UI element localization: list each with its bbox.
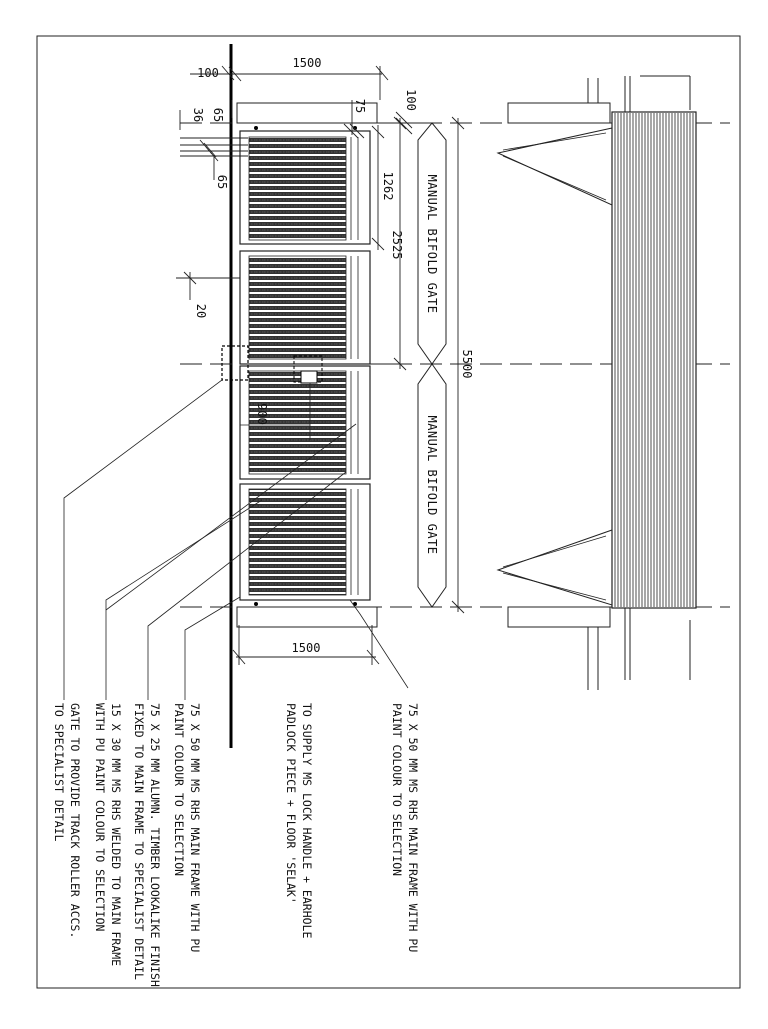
note-mid-line-1: TO SUPPLY MS LOCK HANDLE + EARHOLE xyxy=(300,703,314,938)
gate-leaf-1 xyxy=(239,130,371,245)
note-left-line-4: FIXED TO MAIN FRAME TO SPECIALIST DETAIL xyxy=(132,703,146,980)
side-elevation xyxy=(496,75,697,690)
note-left-line-5: 15 X 30 MM MS RHS WELDED TO MAIN FRAME xyxy=(109,703,123,966)
folded-leaf-stack xyxy=(614,113,694,607)
dim-100-top-label: 100 xyxy=(197,66,219,80)
gate-label-upper: MANUAL BIFOLD GATE xyxy=(425,174,439,313)
dim-1500-top-label: 1500 xyxy=(293,56,322,70)
padlock-piece xyxy=(300,370,318,384)
dim-100-right-label: 100 xyxy=(404,89,418,111)
dim-65-b-label: 65 xyxy=(215,175,229,189)
note-mid-line-2: PADLOCK PIECE + FLOOR 'SELAK' xyxy=(284,703,298,904)
floor-lock-detail xyxy=(221,345,249,381)
hinge-marks xyxy=(254,126,357,606)
dim-900-label: 900 xyxy=(255,403,269,425)
dimension-small-top xyxy=(179,100,248,180)
dimension-5500 xyxy=(451,116,465,614)
dim-5500-label: 5500 xyxy=(460,350,474,379)
note-left-line-6: WITH PU PAINT COLOUR TO SELECTION xyxy=(93,703,107,932)
note-left-line-3: 75 X 25 MM ALUMN. TIMBER LOOKALIKE FINIS… xyxy=(148,703,162,987)
dim-1500-bottom-label: 1500 xyxy=(292,641,321,655)
leader-lines xyxy=(63,379,409,700)
dimension-20 xyxy=(176,271,240,300)
dimension-1500-top xyxy=(228,65,389,100)
note-left-line-7: GATE TO PROVIDE TRACK ROLLER ACCS. xyxy=(68,703,82,938)
gate-leaf-2 xyxy=(239,250,371,365)
dimension-1262 xyxy=(371,125,385,251)
dim-20-label: 20 xyxy=(194,304,208,318)
notes-middle: TO SUPPLY MS LOCK HANDLE + EARHOLE PADLO… xyxy=(284,703,314,938)
note-right-line-1: 75 X 50 MM MS RHS MAIN FRAME WITH PU xyxy=(406,703,420,952)
top-pillar xyxy=(236,102,378,124)
dim-1262-label: 1262 xyxy=(381,172,395,201)
dim-65-a-label: 65 xyxy=(211,108,225,122)
dimension-100-right xyxy=(378,111,420,135)
gate-leaf-3 xyxy=(239,365,371,480)
notes-right: 75 X 50 MM MS RHS MAIN FRAME WITH PU PAI… xyxy=(390,703,420,952)
note-left-line-1: 75 X 50 MM MS RHS MAIN FRAME WITH PU xyxy=(188,703,202,952)
gate-leaves xyxy=(239,126,371,606)
bifold-swing-arrows xyxy=(417,122,447,608)
dim-75-label: 75 xyxy=(353,99,367,113)
sheet-border xyxy=(36,35,741,989)
note-right-line-2: PAINT COLOUR TO SELECTION xyxy=(390,703,404,876)
notes-left: 75 X 50 MM MS RHS MAIN FRAME WITH PU PAI… xyxy=(52,703,202,987)
note-left-line-2: PAINT COLOUR TO SELECTION xyxy=(172,703,186,876)
note-left-line-8: TO SPECIALIST DETAIL xyxy=(52,703,66,842)
bottom-pillar xyxy=(236,606,378,628)
dim-36-label: 36 xyxy=(191,108,205,122)
dimension-100-top xyxy=(190,65,240,81)
gate-label-lower: MANUAL BIFOLD GATE xyxy=(425,415,439,554)
gate-leaf-4 xyxy=(239,483,371,601)
dimension-1500-bottom xyxy=(232,625,380,665)
dim-2525-label: 2525 xyxy=(390,231,404,260)
dimension-75 xyxy=(343,100,365,139)
